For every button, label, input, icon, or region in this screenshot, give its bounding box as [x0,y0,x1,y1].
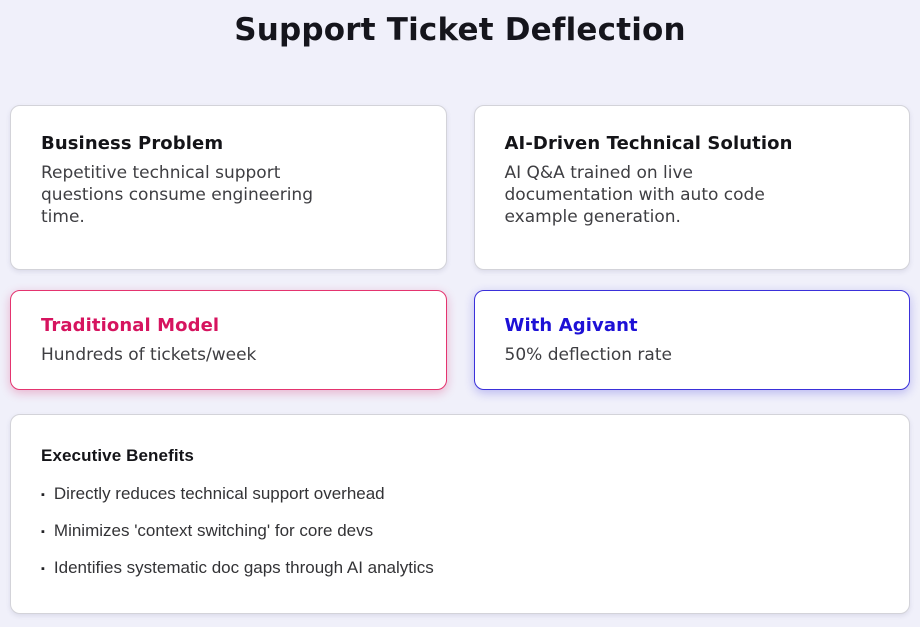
traditional-model-title: Traditional Model [41,315,220,336]
card-traditional-model: Traditional Model Hundreds of tickets/we… [10,290,447,390]
ai-solution-title: AI-Driven Technical Solution [504,133,793,154]
card-business-problem: Business Problem Repetitive technical su… [10,105,447,270]
benefit-item: ▪ Directly reduces technical support ove… [41,484,879,504]
card-ai-solution: AI-Driven Technical Solution AI Q&A trai… [473,105,910,270]
business-problem-title: Business Problem [41,133,224,154]
slide: Support Ticket Deflection Business Probl… [10,12,910,614]
comparison-row: Traditional Model Hundreds of tickets/we… [10,290,910,390]
ai-solution-body: AI Q&A trained on live documentation wit… [504,163,765,228]
with-agivant-title: With Agivant [504,315,638,336]
traditional-model-body: Hundreds of tickets/week [41,345,257,365]
bullet-icon: ▪ [41,489,45,501]
top-row: Business Problem Repetitive technical su… [10,105,910,270]
benefits-row: Executive Benefits ▪ Directly reduces te… [10,414,910,614]
benefit-text: Minimizes 'context switching' for core d… [53,521,374,540]
bullet-icon: ▪ [41,526,45,538]
page-title: Support Ticket Deflection [234,12,686,48]
benefit-item: ▪ Minimizes 'context switching' for core… [41,521,879,541]
benefit-item: ▪ Identifies systematic doc gaps through… [41,558,879,578]
bullet-icon: ▪ [41,563,45,575]
benefit-text: Identifies systematic doc gaps through A… [53,558,434,577]
executive-benefits-title: Executive Benefits [41,446,194,465]
with-agivant-body: 50% deflection rate [504,345,672,365]
card-executive-benefits: Executive Benefits ▪ Directly reduces te… [10,414,910,614]
benefit-text: Directly reduces technical support overh… [53,484,385,503]
business-problem-body: Repetitive technical support questions c… [41,163,313,228]
card-with-agivant: With Agivant 50% deflection rate [473,290,910,390]
